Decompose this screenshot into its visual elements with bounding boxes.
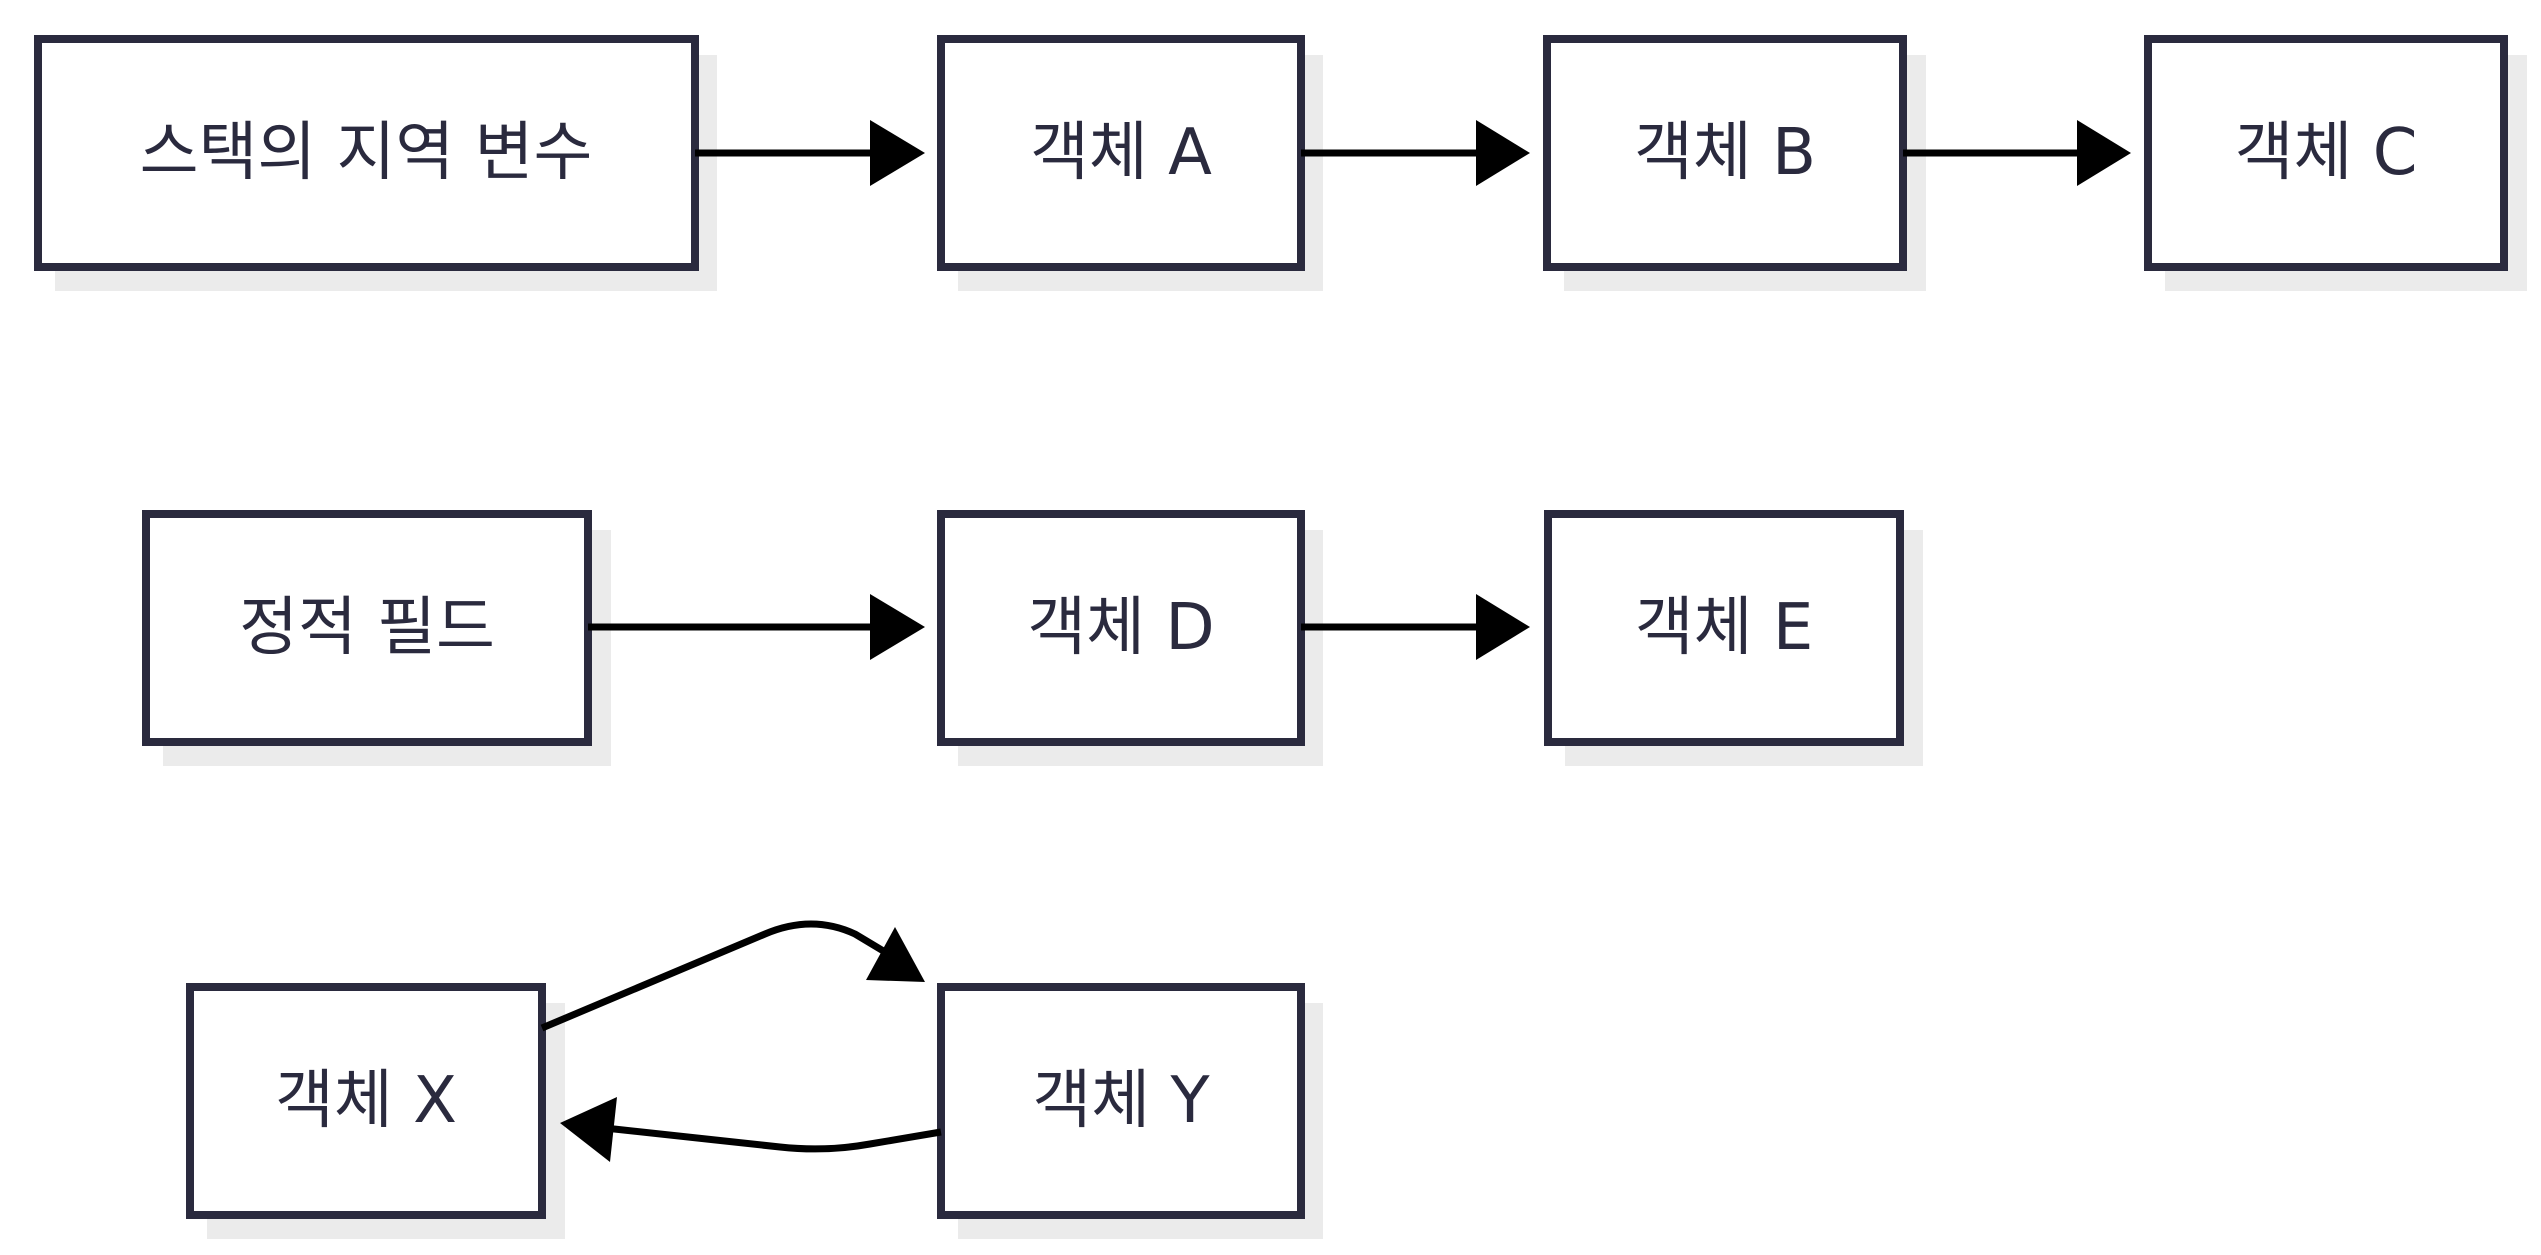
node-stack-local: 스택의 지역 변수 (34, 35, 717, 291)
node-label: 스택의 지역 변수 (140, 116, 593, 190)
arrowhead-icon (2077, 120, 2131, 186)
arrowhead-icon (870, 594, 925, 660)
node-box (2144, 35, 2508, 271)
node-box (142, 510, 592, 746)
node-label: 객체 A (1030, 116, 1212, 190)
node-box (1544, 510, 1904, 746)
node-label: 객체 X (275, 1064, 457, 1138)
edge-obj-x-to-obj-y (540, 920, 925, 1032)
arrowhead-icon (1476, 594, 1530, 660)
node-label: 객체 E (1635, 591, 1814, 665)
node-label: 객체 B (1634, 116, 1816, 190)
node-static-field: 정적 필드 (142, 510, 611, 766)
node-obj-c: 객체 C (2144, 35, 2527, 291)
node-obj-d: 객체 D (937, 510, 1323, 766)
node-label: 정적 필드 (239, 591, 495, 665)
arrowhead-icon (870, 120, 925, 186)
arrowhead-icon (560, 1097, 617, 1162)
node-label: 객체 D (1027, 591, 1214, 665)
node-box (1543, 35, 1907, 271)
node-label: 객체 Y (1032, 1064, 1210, 1138)
edge-obj-d-to-obj-e (1301, 594, 1530, 660)
arrow-line (540, 920, 892, 1032)
edge-obj-a-to-obj-b (1301, 120, 1530, 186)
edge-obj-b-to-obj-c (1903, 120, 2131, 186)
edge-stack-local-to-obj-a (695, 120, 925, 186)
arrow-line (604, 1124, 942, 1153)
node-obj-a: 객체 A (937, 35, 1323, 291)
node-box (186, 983, 546, 1219)
edge-obj-y-to-obj-x (560, 1097, 942, 1162)
arrowhead-icon (1476, 120, 1530, 186)
edge-static-field-to-obj-d (588, 594, 925, 660)
node-box (937, 510, 1305, 746)
node-box (937, 983, 1305, 1219)
arrowhead-icon (866, 927, 925, 982)
node-obj-y: 객체 Y (937, 983, 1323, 1239)
node-obj-b: 객체 B (1543, 35, 1926, 291)
node-obj-x: 객체 X (186, 983, 565, 1239)
node-obj-e: 객체 E (1544, 510, 1923, 766)
node-box (34, 35, 699, 271)
node-label: 객체 C (2235, 116, 2418, 190)
